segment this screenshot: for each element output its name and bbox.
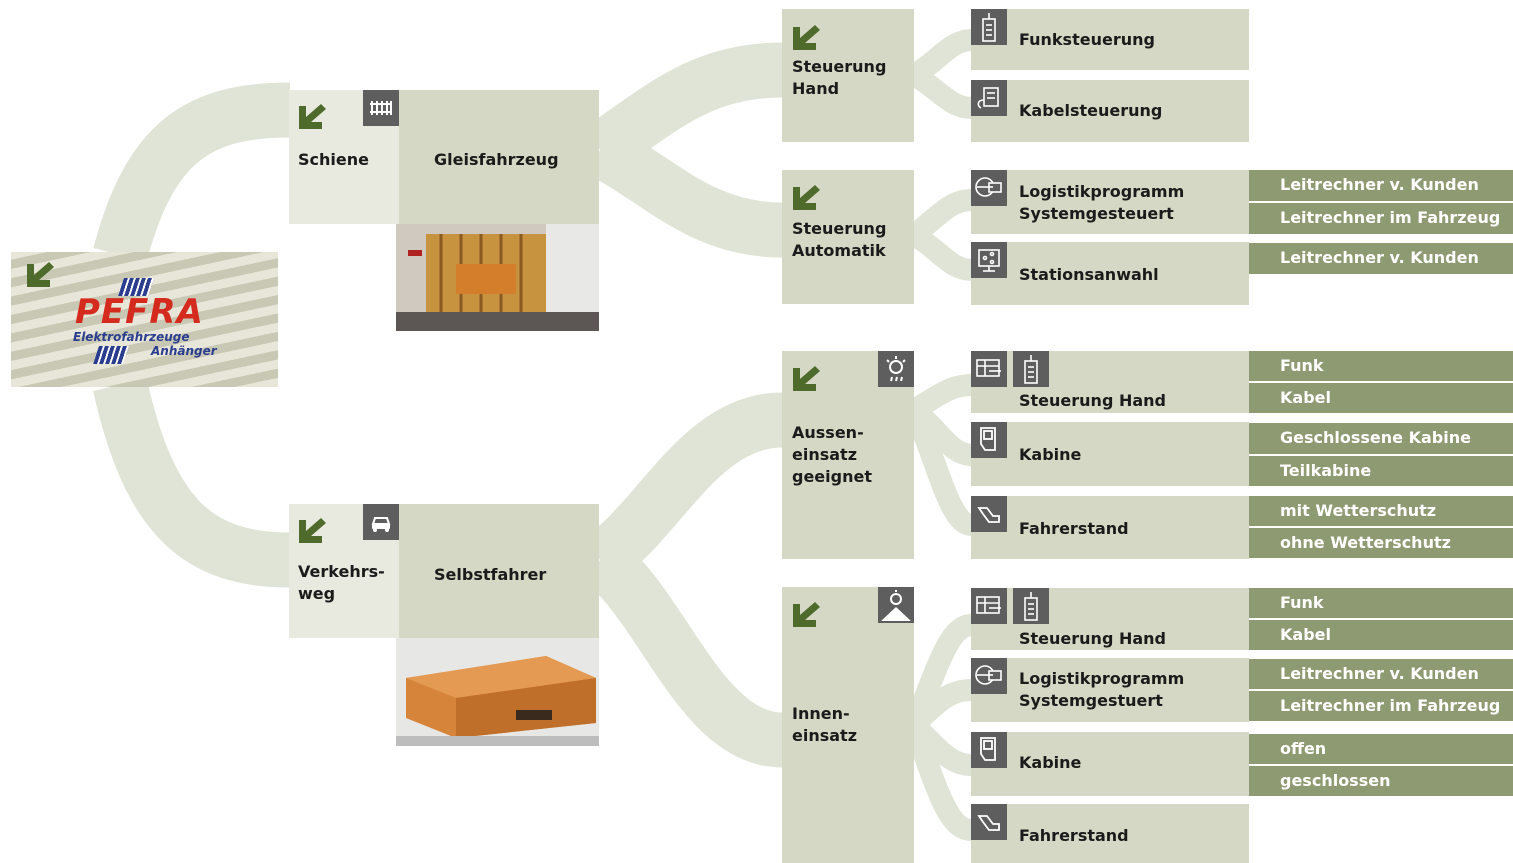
remote-control-icon [971,9,1007,45]
leaf-label: Funksteuerung [1019,30,1155,49]
logo-grid-bottom [93,346,129,364]
option-item[interactable]: offen [1249,734,1513,764]
option-item[interactable]: Geschlossene Kabine [1249,423,1513,454]
arrow-down-left-icon [793,602,820,627]
option-item[interactable]: Leitrechner v. Kunden [1249,170,1513,201]
node-aussen[interactable]: Aussen- einsatz geeignet [782,351,914,559]
node-verkehrsweg-label: Verkehrs- weg [298,562,385,603]
leaf-label: Kabelsteuerung [1019,101,1163,120]
node-aussen-label: Aussen- einsatz geeignet [792,423,872,486]
cable-monitor-icon [971,588,1007,624]
driver-stand-icon [971,804,1007,840]
leaf-funksteuerung[interactable]: Funksteuerung [971,9,1249,70]
leaf-innen-fahrerstand[interactable]: Fahrerstand [971,804,1249,863]
leaf-stationsanwahl[interactable]: Stationsanwahl [971,242,1249,305]
globe-monitor-icon [971,658,1007,694]
leaf-kabelsteuerung[interactable]: Kabelsteuerung [971,80,1249,142]
remote-control-icon [1013,351,1049,387]
node-steuerung-hand-label: Steuerung Hand [792,57,887,98]
leaf-aussen-kabine[interactable]: Kabine [971,422,1249,486]
option-item[interactable]: Kabel [1249,620,1513,650]
node-steuerung-hand[interactable]: Steuerung Hand [782,9,914,142]
pefra-logo[interactable]: PEFRA Elektrofahrzeuge Anhänger [11,252,278,387]
option-item[interactable]: Leitrechner im Fahrzeug [1249,203,1513,234]
node-selbstfahrer[interactable]: Selbstfahrer [399,504,599,638]
indoor-icon [878,587,914,623]
option-item[interactable]: Funk [1249,351,1513,381]
leaf-aussen-steuerung-hand[interactable]: Steuerung Hand [971,351,1249,413]
leaf-label: Fahrerstand [1019,519,1129,538]
option-item[interactable]: Teilkabine [1249,456,1513,486]
self-driving-vehicle-photo [396,638,599,746]
weather-icon [878,351,914,387]
leaf-innen-kabine[interactable]: Kabine [971,732,1249,796]
node-innen[interactable]: Innen- einsatz [782,587,914,863]
rail-vehicle-photo [396,224,599,331]
leaf-label: Steuerung Hand [1019,629,1166,648]
station-select-icon [971,242,1007,278]
leaf-innen-logistikprogramm[interactable]: Logistikprogramm Systemgestuert [971,658,1249,722]
option-item[interactable]: ohne Wetterschutz [1249,528,1513,558]
logo-line2: Anhänger [151,344,217,358]
logo-line1: Elektrofahrzeuge [73,330,190,344]
leaf-label: Logistikprogramm Systemgesteuert [1019,182,1185,223]
option-item[interactable]: Leitrechner v. Kunden [1249,659,1513,689]
option-item[interactable]: geschlossen [1249,766,1513,796]
leaf-aussen-fahrerstand[interactable]: Fahrerstand [971,496,1249,559]
option-item[interactable]: Leitrechner v. Kunden [1249,243,1513,274]
node-steuerung-automatik[interactable]: Steuerung Automatik [782,170,914,304]
option-item[interactable]: Leitrechner im Fahrzeug [1249,691,1513,721]
leaf-label: Fahrerstand [1019,826,1129,845]
cable-monitor-icon [971,351,1007,387]
arrow-down-left-icon [793,366,820,391]
option-item[interactable]: mit Wetterschutz [1249,496,1513,526]
node-innen-label: Innen- einsatz [792,704,858,745]
node-steuerung-automatik-label: Steuerung Automatik [792,219,887,260]
node-gleisfahrzeug-label: Gleisfahrzeug [434,150,559,169]
arrow-down-left-icon [27,262,54,287]
node-schiene[interactable]: Schiene [289,90,399,224]
driver-stand-icon [971,496,1007,532]
leaf-label: Logistikprogramm Systemgestuert [1019,669,1185,710]
arrow-down-left-icon [793,185,820,210]
leaf-label: Kabine [1019,445,1082,464]
leaf-label: Kabine [1019,753,1082,772]
node-gleisfahrzeug[interactable]: Gleisfahrzeug [399,90,599,224]
option-item[interactable]: Kabel [1249,383,1513,413]
cable-control-icon [971,80,1007,116]
car-icon [363,504,399,540]
option-item[interactable]: Funk [1249,588,1513,618]
arrow-down-left-icon [299,518,326,543]
remote-control-icon [1013,588,1049,624]
arrow-down-left-icon [793,25,820,50]
cabin-icon [971,732,1007,768]
rail-track-icon [363,90,399,126]
leaf-innen-steuerung-hand[interactable]: Steuerung Hand [971,588,1249,650]
logo-brand: PEFRA [75,292,204,332]
node-selbstfahrer-label: Selbstfahrer [434,565,547,584]
arrow-down-left-icon [299,104,326,129]
node-verkehrsweg[interactable]: Verkehrs- weg [289,504,399,638]
leaf-logistikprogramm[interactable]: Logistikprogramm Systemgesteuert [971,170,1249,234]
leaf-label: Stationsanwahl [1019,265,1159,284]
leaf-label: Steuerung Hand [1019,391,1166,410]
node-schiene-label: Schiene [298,150,369,169]
globe-monitor-icon [971,170,1007,206]
cabin-icon [971,422,1007,458]
